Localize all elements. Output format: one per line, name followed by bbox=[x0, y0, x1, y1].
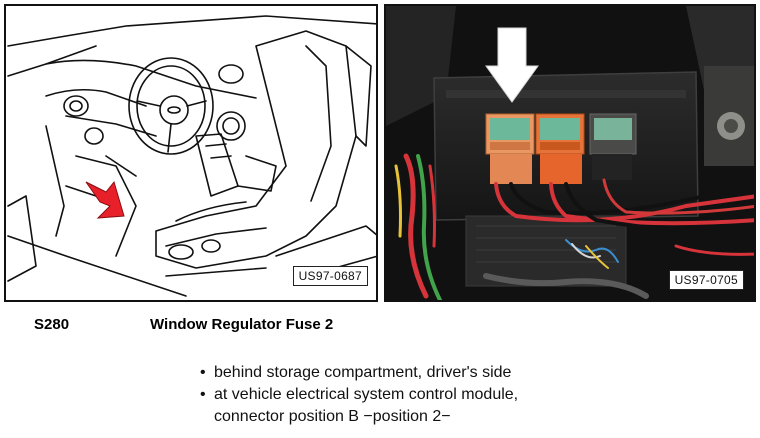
location-item-continuation: connector position B −position 2− bbox=[214, 408, 451, 425]
interior-line-drawing bbox=[7, 15, 376, 297]
location-item: at vehicle electrical system control mod… bbox=[200, 384, 518, 406]
module-photo-drawing bbox=[386, 6, 754, 300]
location-item: behind storage compartment, driver's sid… bbox=[200, 362, 518, 384]
fuse-name: Window Regulator Fuse 2 bbox=[150, 316, 334, 333]
fuse-code: S280 bbox=[34, 316, 70, 333]
fuse-group bbox=[485, 113, 637, 155]
location-list: behind storage compartment, driver's sid… bbox=[200, 362, 518, 428]
interior-illustration: US97-0687 bbox=[4, 4, 378, 302]
figure-ref-left: US97-0687 bbox=[292, 266, 368, 286]
figure-ref-right: US97-0705 bbox=[668, 270, 744, 290]
red-arrow-icon bbox=[85, 180, 125, 219]
module-photo: US97-0705 bbox=[384, 4, 756, 302]
white-arrow-icon bbox=[485, 27, 539, 103]
